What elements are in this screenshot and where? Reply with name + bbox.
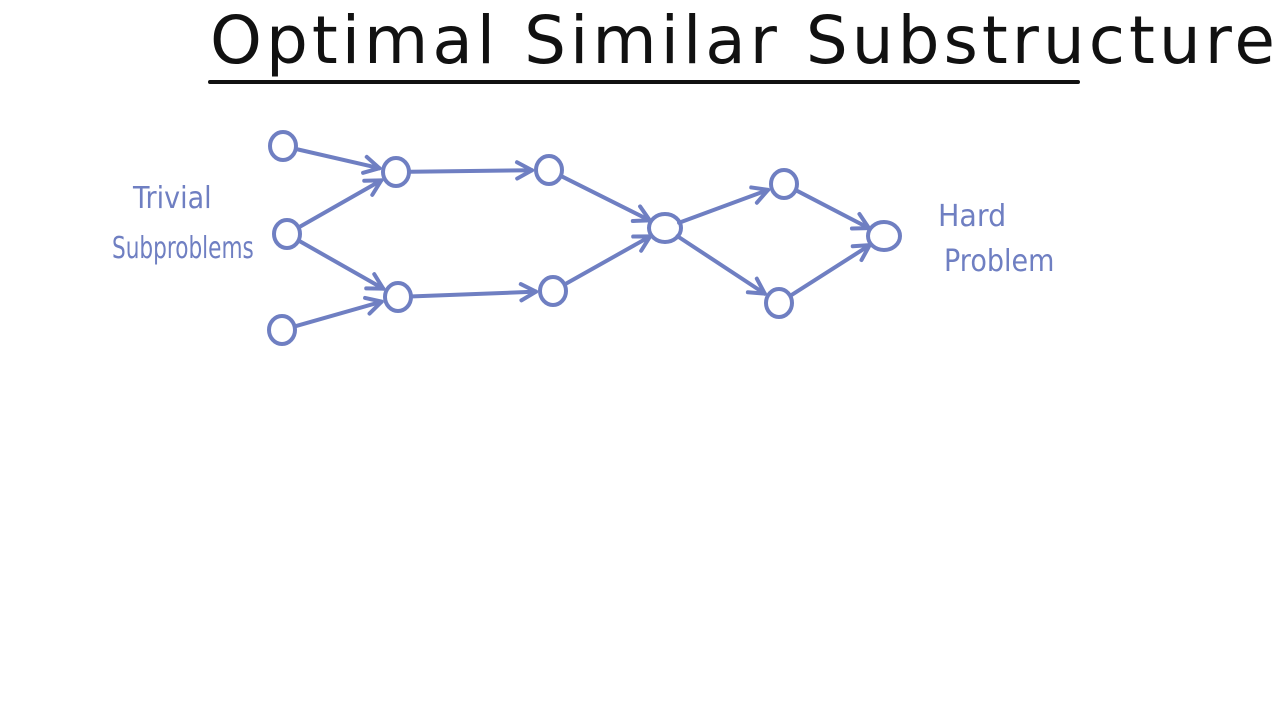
node-t1 (268, 130, 298, 162)
edge-line (675, 234, 767, 296)
arrowhead-icon (518, 282, 539, 303)
edge-a2-b2 (410, 282, 539, 303)
trivial-label-line2: Subproblems (112, 231, 254, 266)
edge-m-c1 (677, 185, 771, 225)
arrowhead-icon (361, 154, 382, 175)
edge-line (677, 187, 771, 225)
edge-b1-m (560, 174, 652, 224)
node-t3 (267, 314, 297, 346)
arrowhead-icon (514, 160, 535, 181)
arrowhead-icon (364, 272, 386, 291)
edge-b2-m (564, 234, 653, 286)
edge-line (298, 178, 384, 229)
edge-t2-a2 (298, 239, 386, 291)
hard-label-line1: Hard (938, 199, 1007, 234)
edge-line (789, 243, 872, 297)
trivial-label-line1: Trivial (133, 181, 212, 216)
node-t2 (272, 218, 302, 250)
edge-t2-a1 (298, 178, 384, 229)
node-m (647, 212, 683, 244)
node-b1 (534, 154, 564, 186)
edge-line (410, 289, 539, 299)
node-a2 (383, 281, 413, 313)
edge-t3-a2 (294, 295, 384, 328)
node-c1 (769, 168, 799, 200)
edge-t1-a1 (295, 147, 382, 175)
node-b2 (538, 275, 568, 307)
node-h (866, 220, 902, 252)
title-underline (208, 80, 1080, 84)
node-a1 (381, 156, 411, 188)
edge-line (408, 168, 535, 174)
arrowhead-icon (362, 178, 384, 197)
arrowhead-icon (363, 295, 384, 316)
arrowhead-icon (749, 185, 771, 205)
edge-a1-b1 (408, 160, 535, 181)
edge-line (795, 188, 871, 231)
node-c2 (764, 287, 794, 319)
edge-line (560, 174, 652, 223)
edge-m-c2 (675, 234, 767, 296)
edge-line (295, 147, 382, 171)
arrowhead-icon (745, 276, 767, 296)
hard-label-line2: Problem (944, 244, 1055, 279)
edge-c2-h (789, 243, 872, 297)
edge-c1-h (795, 188, 871, 231)
edge-line (564, 234, 653, 286)
edge-line (298, 239, 386, 291)
edge-line (294, 299, 384, 328)
